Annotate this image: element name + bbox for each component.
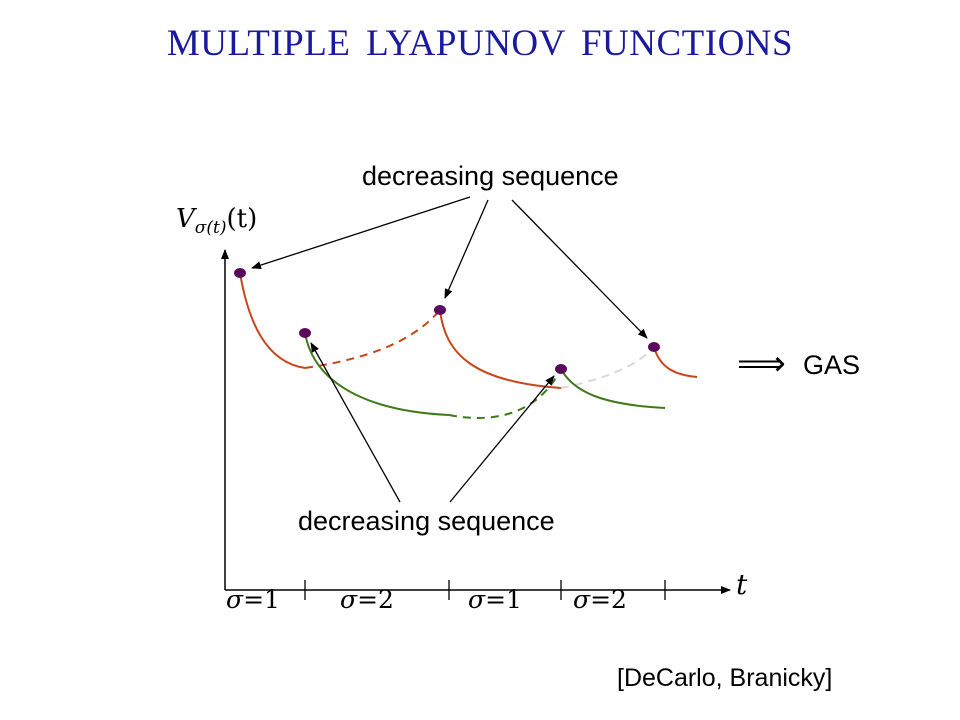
- mode1-curve-active-1: [239, 272, 306, 369]
- mode2-curve-active-1: [304, 332, 450, 416]
- switch-dot: [648, 342, 660, 352]
- bottom-arrow-1: [310, 342, 401, 503]
- y-axis-label: Vσ(t)(t): [176, 204, 257, 238]
- interval-label-3: σ=1: [468, 585, 522, 614]
- implies-symbol: ⟹: [737, 344, 786, 384]
- y-axis-subscript: σ(t): [194, 218, 227, 238]
- y-axis-argument: (t): [226, 204, 258, 234]
- switch-dot: [299, 328, 311, 338]
- y-axis-symbol: V: [176, 204, 195, 234]
- citation: [DeCarlo, Branicky]: [617, 664, 833, 692]
- top-arrow-1: [251, 196, 471, 270]
- top-arrow-3: [511, 199, 648, 339]
- interval-label-2: σ=2: [340, 585, 394, 614]
- interval-label-1: σ=1: [226, 585, 280, 614]
- switch-dot: [555, 364, 567, 374]
- bottom-arrow-2: [449, 375, 555, 503]
- top-arrow-2: [444, 199, 489, 299]
- mode1-curve-faded-dashed: [560, 346, 655, 389]
- decreasing-sequence-top-label: decreasing sequence: [362, 161, 619, 191]
- mode2-curve-active-2: [560, 368, 666, 409]
- interval-label-4: σ=2: [573, 585, 627, 614]
- switch-dot: [234, 268, 246, 278]
- mode1-curve-active-3: [653, 346, 698, 378]
- x-axis-label: t: [736, 568, 748, 601]
- switch-dot: [434, 305, 446, 315]
- gas-conclusion: GAS: [803, 350, 861, 380]
- mode2-curve-dashed: [448, 368, 562, 419]
- decreasing-sequence-bottom-label: decreasing sequence: [298, 506, 555, 536]
- mode1-curve-dashed: [304, 309, 441, 369]
- mode1-curve-active-2: [439, 309, 562, 389]
- page-title: MULTIPLE LYAPUNOV FUNCTIONS: [166, 23, 794, 64]
